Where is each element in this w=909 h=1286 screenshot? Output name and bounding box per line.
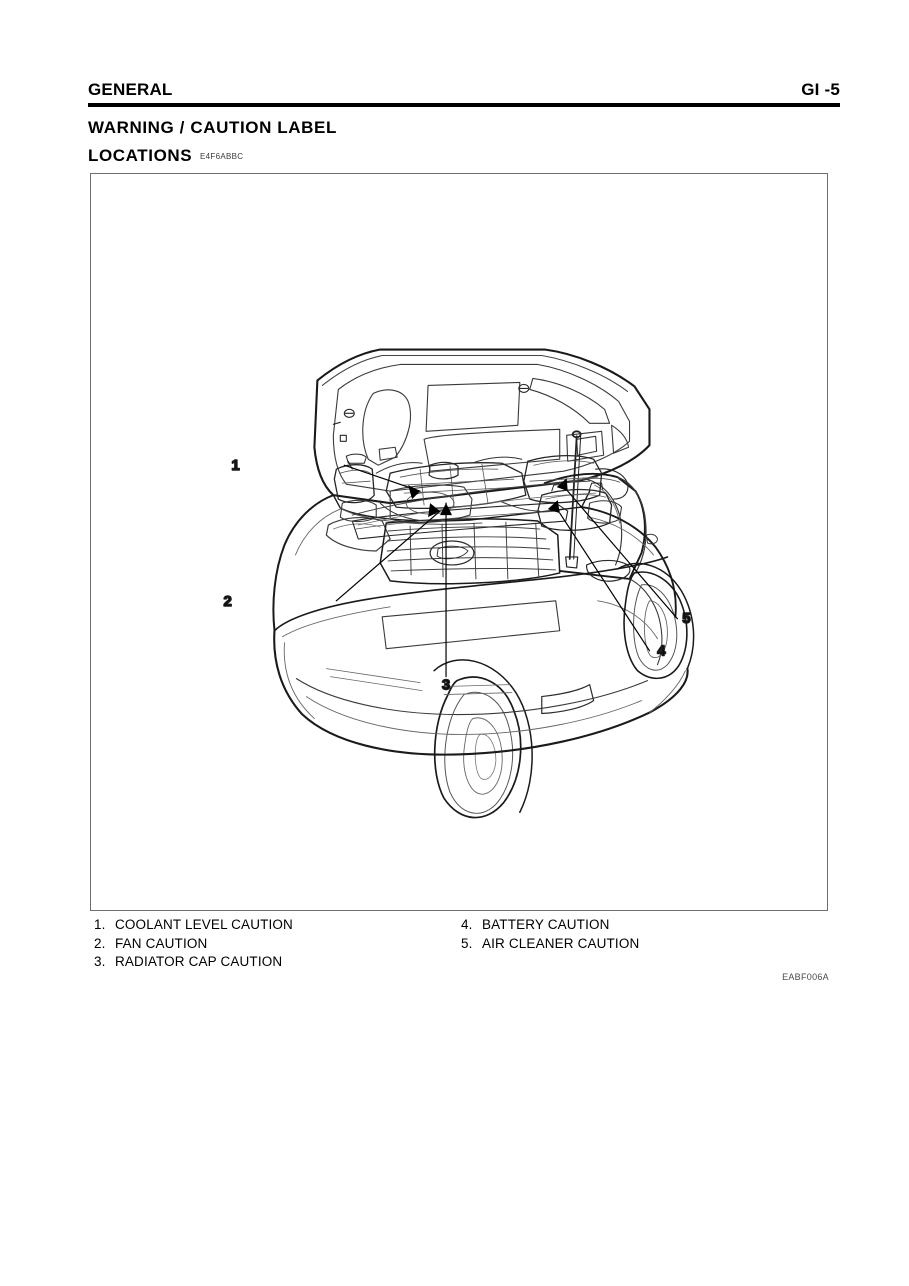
caption-item: 4. BATTERY CAUTION [461, 916, 639, 935]
rear-wheel [616, 562, 695, 680]
callout-number-2: 2 [223, 593, 231, 610]
brand-emblem [429, 540, 475, 566]
front-end-body [272, 494, 689, 756]
caption-label: FAN CAUTION [115, 935, 208, 951]
header-section-title: GENERAL [88, 80, 173, 99]
engine-compartment [333, 453, 629, 540]
callout-number-4: 4 [657, 643, 666, 660]
figure-id-code: EABF006A [782, 972, 829, 982]
caption-number: 3. [94, 954, 106, 969]
caption-label: AIR CLEANER CAUTION [482, 935, 640, 951]
body-side-panels [580, 506, 677, 666]
vehicle-illustration: 1 2 3 4 5 [223, 348, 695, 819]
hood-hardware [332, 383, 530, 442]
caption-item: 1. COOLANT LEVEL CAUTION [94, 916, 293, 935]
header-page-number: GI -5 [801, 80, 840, 99]
callout-number-5: 5 [682, 610, 690, 627]
caption-number: 4. [461, 917, 473, 932]
section-reference-code: E4F6ABBC [200, 152, 244, 161]
caption-item: 5. AIR CLEANER CAUTION [461, 935, 639, 954]
caption-number: 5. [461, 935, 473, 951]
callout-leader-lines [335, 464, 679, 678]
callout-number-1: 1 [231, 457, 239, 474]
hood-prop-rod [565, 430, 582, 569]
caption-label: BATTERY CAUTION [482, 917, 610, 932]
caption-label: RADIATOR CAP CAUTION [115, 954, 283, 969]
callout-number-3: 3 [442, 677, 450, 694]
caption-number: 1. [94, 917, 106, 932]
grille-slats [386, 521, 557, 580]
caption-number: 2. [94, 935, 106, 951]
caption-column-left: 1. COOLANT LEVEL CAUTION 2. FAN CAUTION 3.… [94, 916, 293, 972]
hood-outer-shell [313, 348, 651, 505]
figure-frame: 1 2 3 4 5 [90, 173, 828, 911]
caption-column-right: 4. BATTERY CAUTION 5. AIR CLEANER CAUTION [461, 916, 639, 953]
caption-item: 2. FAN CAUTION [94, 935, 293, 954]
hood-inner-ribbing [332, 363, 631, 492]
caption-item: 3. RADIATOR CAP CAUTION [94, 953, 293, 972]
callout-numbers: 1 2 3 4 5 [223, 456, 692, 694]
section-heading-line-2: LOCATIONS [88, 146, 193, 165]
caption-label: COOLANT LEVEL CAUTION [115, 917, 293, 932]
figure-caption-list: 1. COOLANT LEVEL CAUTION 2. FAN CAUTION 3.… [90, 916, 830, 978]
header-divider-rule [88, 103, 840, 107]
section-heading-line-1: WARNING / CAUTION LABEL [88, 118, 337, 137]
page-header: GENERAL GI -5 [88, 80, 840, 108]
